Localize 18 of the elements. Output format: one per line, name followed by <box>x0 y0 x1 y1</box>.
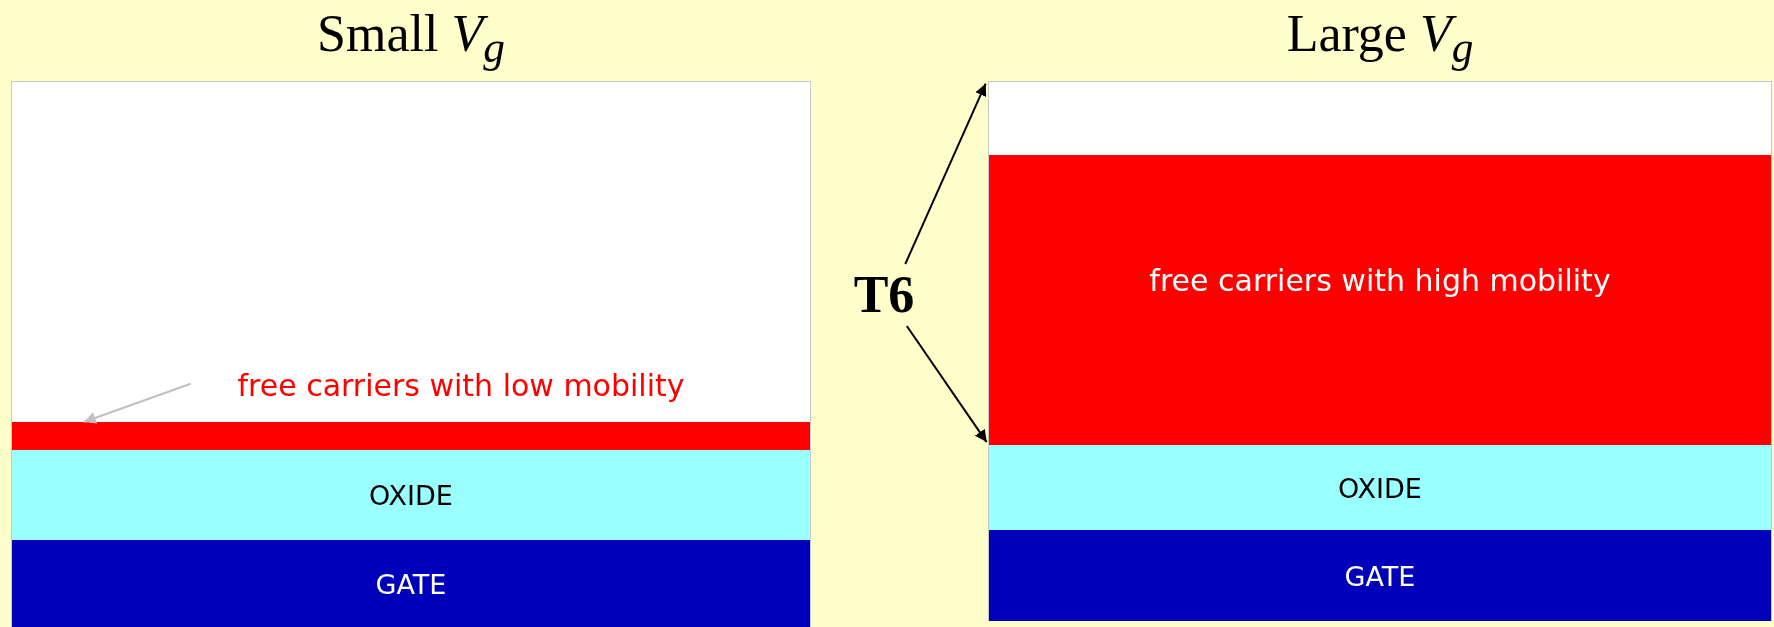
leader-line <box>82 382 192 424</box>
oxide-layer <box>12 450 810 540</box>
layer-label: OXIDE <box>369 479 453 511</box>
channel-layer <box>989 155 1771 445</box>
channel-layer <box>12 422 810 450</box>
gate-electrode <box>12 540 810 627</box>
thickness-marker: T6 <box>846 264 922 326</box>
panel-heading: Large V$_{g}$ <box>1286 4 1474 74</box>
gate-electrode <box>989 530 1771 621</box>
arrow <box>905 325 988 444</box>
layer-label: free carriers with high mobility <box>1149 262 1611 298</box>
oxide-layer <box>989 445 1771 530</box>
layer-label: GATE <box>1344 560 1416 591</box>
layer-label: GATE <box>375 568 447 600</box>
panel-heading: Small V$_{g}$ <box>317 4 505 74</box>
layer-label: OXIDE <box>1338 472 1422 503</box>
arrow <box>904 82 987 265</box>
annotation-text: free carriers with low mobility <box>196 364 726 408</box>
